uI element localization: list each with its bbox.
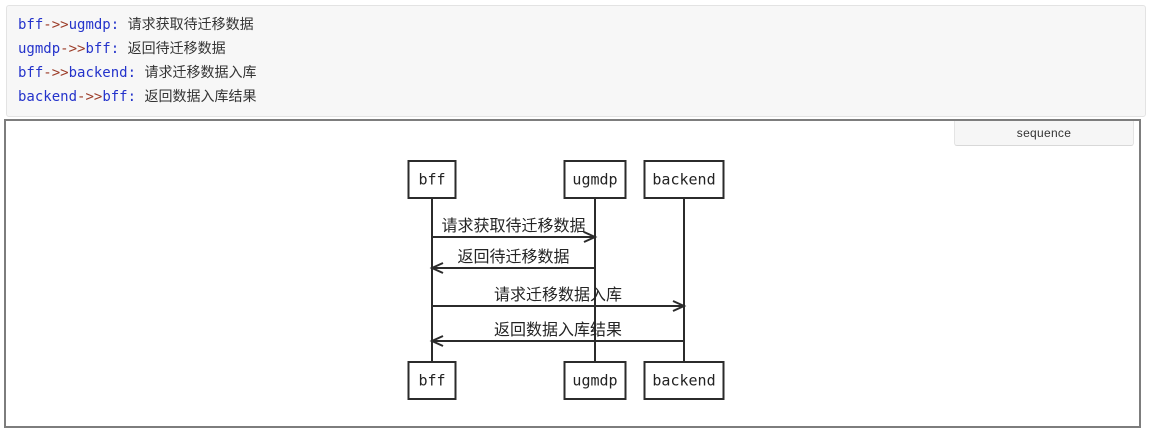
actor-box xyxy=(407,160,457,199)
actor-label: backend xyxy=(652,372,715,390)
code-message-text: 请求获取待迁移数据 xyxy=(119,17,254,33)
message-arrowhead-icon xyxy=(672,300,687,312)
code-arrow-operator: ->> xyxy=(43,17,69,33)
code-target-actor: ugmdp xyxy=(68,17,111,33)
code-source-actor: bff xyxy=(18,65,44,81)
message-label: 请求迁移数据入库 xyxy=(494,286,622,304)
message-arrowhead-icon xyxy=(429,262,444,274)
code-message-text: 返回待迁移数据 xyxy=(119,41,226,57)
code-target-actor: bff xyxy=(102,89,128,105)
actor-label: bff xyxy=(418,372,445,390)
actor-label: bff xyxy=(418,171,445,189)
code-source-actor: ugmdp xyxy=(18,41,61,57)
code-arrow-operator: ->> xyxy=(60,41,86,57)
code-source-actor: backend xyxy=(18,89,78,105)
sequence-tab: sequence xyxy=(954,121,1134,146)
code-line: ugmdp->>bff: 返回待迁移数据 xyxy=(18,37,1134,61)
actor-label: ugmdp xyxy=(572,372,617,390)
actor-label: backend xyxy=(652,171,715,189)
actor-box xyxy=(563,160,627,199)
message-label: 返回待迁移数据 xyxy=(457,248,569,266)
actor-box xyxy=(643,160,725,199)
code-target-actor: bff xyxy=(85,41,111,57)
actor-box xyxy=(563,361,627,400)
code-line: backend->>bff: 返回数据入库结果 xyxy=(18,85,1134,109)
code-arrow-operator: ->> xyxy=(77,89,103,105)
code-colon: : xyxy=(110,41,120,57)
code-source-actor: bff xyxy=(18,17,44,33)
code-colon: : xyxy=(127,89,137,105)
code-colon: : xyxy=(127,65,137,81)
sequence-diagram: bffbffugmdpugmdpbackendbackend请求获取待迁移数据返… xyxy=(407,160,725,400)
code-target-actor: backend xyxy=(68,65,128,81)
sequence-tab-label: sequence xyxy=(1016,126,1072,140)
code-message-text: 请求迁移数据入库 xyxy=(136,65,257,81)
actor-box xyxy=(407,361,457,400)
actor-label: ugmdp xyxy=(572,171,617,189)
message-arrowhead-icon xyxy=(583,231,598,243)
code-line: bff->>backend: 请求迁移数据入库 xyxy=(18,61,1134,85)
code-line: bff->>ugmdp: 请求获取待迁移数据 xyxy=(18,13,1134,37)
message-label: 返回数据入库结果 xyxy=(494,321,622,339)
code-message-text: 返回数据入库结果 xyxy=(136,89,257,105)
code-arrow-operator: ->> xyxy=(43,65,69,81)
code-colon: : xyxy=(110,17,120,33)
message-label: 请求获取待迁移数据 xyxy=(441,217,585,235)
actor-box xyxy=(643,361,725,400)
message-arrowhead-icon xyxy=(429,335,444,347)
